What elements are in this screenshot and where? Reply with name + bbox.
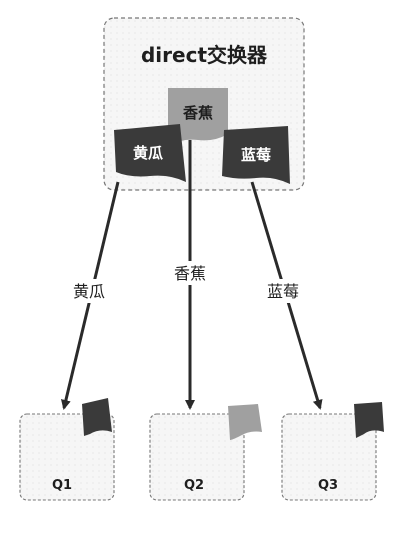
exchange-node: direct交换器 香蕉 黄瓜 蓝莓 xyxy=(103,17,305,191)
edge-label-q3: 蓝莓 xyxy=(264,279,302,303)
queue-q1-box xyxy=(19,413,115,501)
edge-label-q2-text: 香蕉 xyxy=(174,264,206,283)
tag-cucumber-label: 黄瓜 xyxy=(133,144,163,162)
tag-blueberry: 蓝莓 xyxy=(222,126,290,184)
edge-label-q1: 黄瓜 xyxy=(70,279,108,303)
queue-q3-message xyxy=(354,402,384,438)
tag-banana-shape xyxy=(168,88,228,146)
tag-cucumber-shape xyxy=(114,124,186,182)
exchange-title: direct交换器 xyxy=(141,43,268,67)
edge-label-q2: 香蕉 xyxy=(170,261,210,285)
queue-q3: Q3 xyxy=(281,402,384,501)
tag-cucumber: 黄瓜 xyxy=(114,124,186,182)
queue-q3-box xyxy=(281,413,377,501)
edge-label-q1-text: 黄瓜 xyxy=(73,282,105,301)
queue-q3-label: Q3 xyxy=(318,478,338,493)
queue-q1-label: Q1 xyxy=(52,478,72,493)
tag-banana-label: 香蕉 xyxy=(183,104,213,122)
tag-banana: 香蕉 xyxy=(168,88,228,146)
tag-blueberry-label: 蓝莓 xyxy=(241,146,271,164)
edge-label-q3-text: 蓝莓 xyxy=(267,282,299,301)
tag-blueberry-shape xyxy=(222,126,290,184)
queue-q2-label: Q2 xyxy=(184,478,204,493)
queue-q1-message xyxy=(82,398,112,436)
queue-q2: Q2 xyxy=(149,404,262,501)
queue-q1: Q1 xyxy=(19,398,115,501)
queue-q2-box xyxy=(149,413,245,501)
queue-q2-message xyxy=(228,404,262,440)
